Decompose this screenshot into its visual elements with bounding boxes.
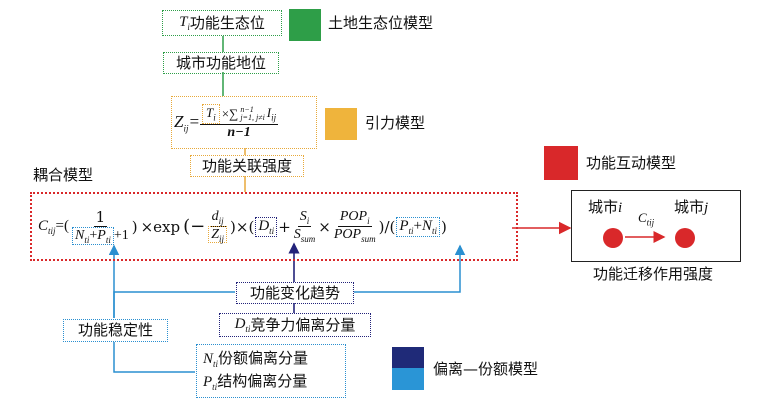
city-i-label: 城市i bbox=[588, 198, 623, 216]
legend-swatch-orange bbox=[325, 108, 357, 140]
gravity-I: Iij bbox=[266, 105, 277, 123]
coupling-frac1-num: 1 bbox=[93, 207, 108, 227]
coupling-d: dij bbox=[209, 209, 226, 227]
competitive-text: 竞争力偏离分量 bbox=[250, 315, 356, 334]
shift-share-box: Nti份额偏离分量 Pti结构偏离分量 bbox=[196, 344, 346, 398]
coupling-frac1-den: Nti+Pti +1 bbox=[70, 226, 131, 246]
arrow-label-Ctij: Ctij bbox=[638, 210, 655, 228]
connector-shift-stability bbox=[113, 342, 195, 373]
land-niche-var: Ti bbox=[179, 13, 190, 32]
coupling-frac-S: Si Ssum bbox=[292, 209, 318, 244]
interaction-caption: 功能迁移作用强度 bbox=[593, 265, 714, 283]
coupling-frac-dz: dij Zij bbox=[206, 209, 229, 244]
legend-gravity-model: 引力模型 bbox=[365, 114, 426, 132]
coupling-PN-box: Pti+Nti bbox=[396, 216, 441, 237]
interaction-panel: 城市i 城市j Ctij bbox=[571, 190, 741, 262]
city-j-label: 城市j bbox=[674, 198, 709, 216]
coupling-D-box: Dti bbox=[255, 216, 278, 237]
coupling-S: Si bbox=[297, 209, 312, 227]
competitive-var: Dti bbox=[234, 315, 251, 334]
gravity-fraction: Ti ×∑ n−1 j=1, j≠i Iij n−1 bbox=[199, 104, 279, 141]
coupling-POP: POPi bbox=[337, 209, 372, 227]
association-box: 功能关联强度 bbox=[190, 155, 304, 177]
coupling-frac-POP: POPi POPsum bbox=[332, 209, 378, 244]
coupling-paren-open: (− bbox=[183, 216, 206, 237]
coupling-paren-close: )×( bbox=[230, 217, 255, 236]
land-niche-box: Ti 功能生态位 bbox=[162, 10, 282, 36]
competitive-box: Dti 竞争力偏离分量 bbox=[219, 313, 371, 337]
gravity-denominator: n−1 bbox=[227, 124, 251, 140]
coupling-Z-box: Zij bbox=[208, 226, 228, 244]
coupling-plus2: + bbox=[278, 217, 291, 236]
coupling-div: )/( bbox=[378, 217, 396, 236]
gravity-formula-box: Zij= Ti ×∑ n−1 j=1, j≠i Iij n−1 bbox=[171, 96, 317, 149]
city-i-dot bbox=[603, 228, 623, 248]
coupling-POPsum: POPsum bbox=[333, 227, 376, 244]
coupling-times: × bbox=[318, 217, 331, 236]
stability-text: 功能稳定性 bbox=[77, 321, 153, 339]
coupling-frac1: 1 Nti+Pti +1 bbox=[70, 208, 131, 246]
coupling-lhs: Ctij=( bbox=[38, 217, 69, 236]
coupling-title: 耦合模型 bbox=[33, 166, 94, 184]
land-niche-text: 功能生态位 bbox=[189, 13, 265, 32]
coupling-exp: ×exp bbox=[140, 217, 181, 236]
shift-line-2: Pti结构偏离分量 bbox=[203, 371, 308, 392]
urban-status-box: 城市功能地位 bbox=[163, 52, 279, 74]
association-text: 功能关联强度 bbox=[201, 156, 292, 175]
trend-box: 功能变化趋势 bbox=[236, 282, 354, 304]
legend-land-model: 土地生态位模型 bbox=[328, 14, 434, 32]
coupling-Z-wrap: Zij bbox=[206, 226, 229, 244]
coupling-formula-box: Ctij=( 1 Nti+Pti +1 ) ×exp (− dij Zij )×… bbox=[30, 192, 518, 261]
coupling-NP-box: Nti+Pti bbox=[72, 226, 114, 246]
connector-trend-PN bbox=[354, 244, 466, 293]
stability-box: 功能稳定性 bbox=[63, 319, 168, 342]
connector-stability-trend bbox=[113, 291, 235, 318]
legend-swatch-red bbox=[544, 146, 578, 180]
legend-swatch-blue bbox=[392, 368, 424, 390]
city-j-dot bbox=[675, 228, 695, 248]
legend-swatch-navy bbox=[392, 347, 424, 368]
trend-text: 功能变化趋势 bbox=[249, 283, 340, 302]
legend-swatch-green bbox=[289, 9, 321, 41]
gravity-sum-limits: n−1 j=1, j≠i bbox=[240, 105, 265, 122]
coupling-close1: ) bbox=[131, 217, 138, 236]
gravity-lhs: Zij= bbox=[174, 111, 200, 134]
coupling-end: ) bbox=[441, 217, 447, 236]
shift-line-1: Nti份额偏离分量 bbox=[203, 348, 309, 369]
legend-shift-share-model: 偏离—份额模型 bbox=[433, 360, 539, 378]
urban-status-text: 城市功能地位 bbox=[175, 53, 266, 72]
gravity-T: Ti bbox=[201, 104, 220, 124]
gravity-sum: ×∑ bbox=[221, 106, 239, 121]
legend-interaction-model: 功能互动模型 bbox=[586, 154, 677, 172]
coupling-Ssum: Ssum bbox=[293, 227, 316, 244]
